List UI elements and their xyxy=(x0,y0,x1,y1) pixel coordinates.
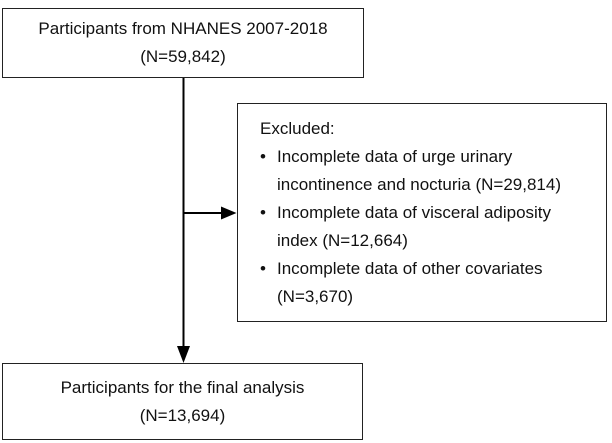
final-analysis-count: (N=13,694) xyxy=(139,405,226,425)
box-final-analysis: Participants for the final analysis (N=1… xyxy=(2,363,363,440)
bullet-icon: • xyxy=(260,147,266,166)
bullet-icon: • xyxy=(260,259,266,278)
arrow-down xyxy=(177,78,190,363)
initial-participants-text: Participants from NHANES 2007-2018 xyxy=(38,19,328,38)
arrow-right-excluded xyxy=(184,206,237,220)
excluded-item: • Incomplete data of other covariates (N… xyxy=(260,255,596,311)
excluded-item-text: Incomplete data of visceral adiposity xyxy=(277,203,552,222)
initial-participants-count: (N=59,842) xyxy=(140,47,226,66)
excluded-item-text: Incomplete data of other covariates xyxy=(277,259,543,278)
excluded-item-text: index (N=12,664) xyxy=(277,231,408,250)
bullet-icon: • xyxy=(260,203,266,222)
excluded-title: Excluded: xyxy=(260,119,335,138)
excluded-item: • Incomplete data of urge urinary incont… xyxy=(260,143,596,199)
excluded-item: • Incomplete data of visceral adiposity … xyxy=(260,199,596,255)
excluded-item-text: incontinence and nocturia (N=29,814) xyxy=(277,175,561,194)
final-analysis-text: Participants for the final analysis xyxy=(60,377,305,397)
excluded-item-text: (N=3,670) xyxy=(277,287,354,306)
box-initial-participants: Participants from NHANES 2007-2018 (N=59… xyxy=(2,8,364,78)
box-excluded: Excluded: • Incomplete data of urge urin… xyxy=(237,103,607,322)
excluded-item-text: Incomplete data of urge urinary xyxy=(277,147,513,166)
